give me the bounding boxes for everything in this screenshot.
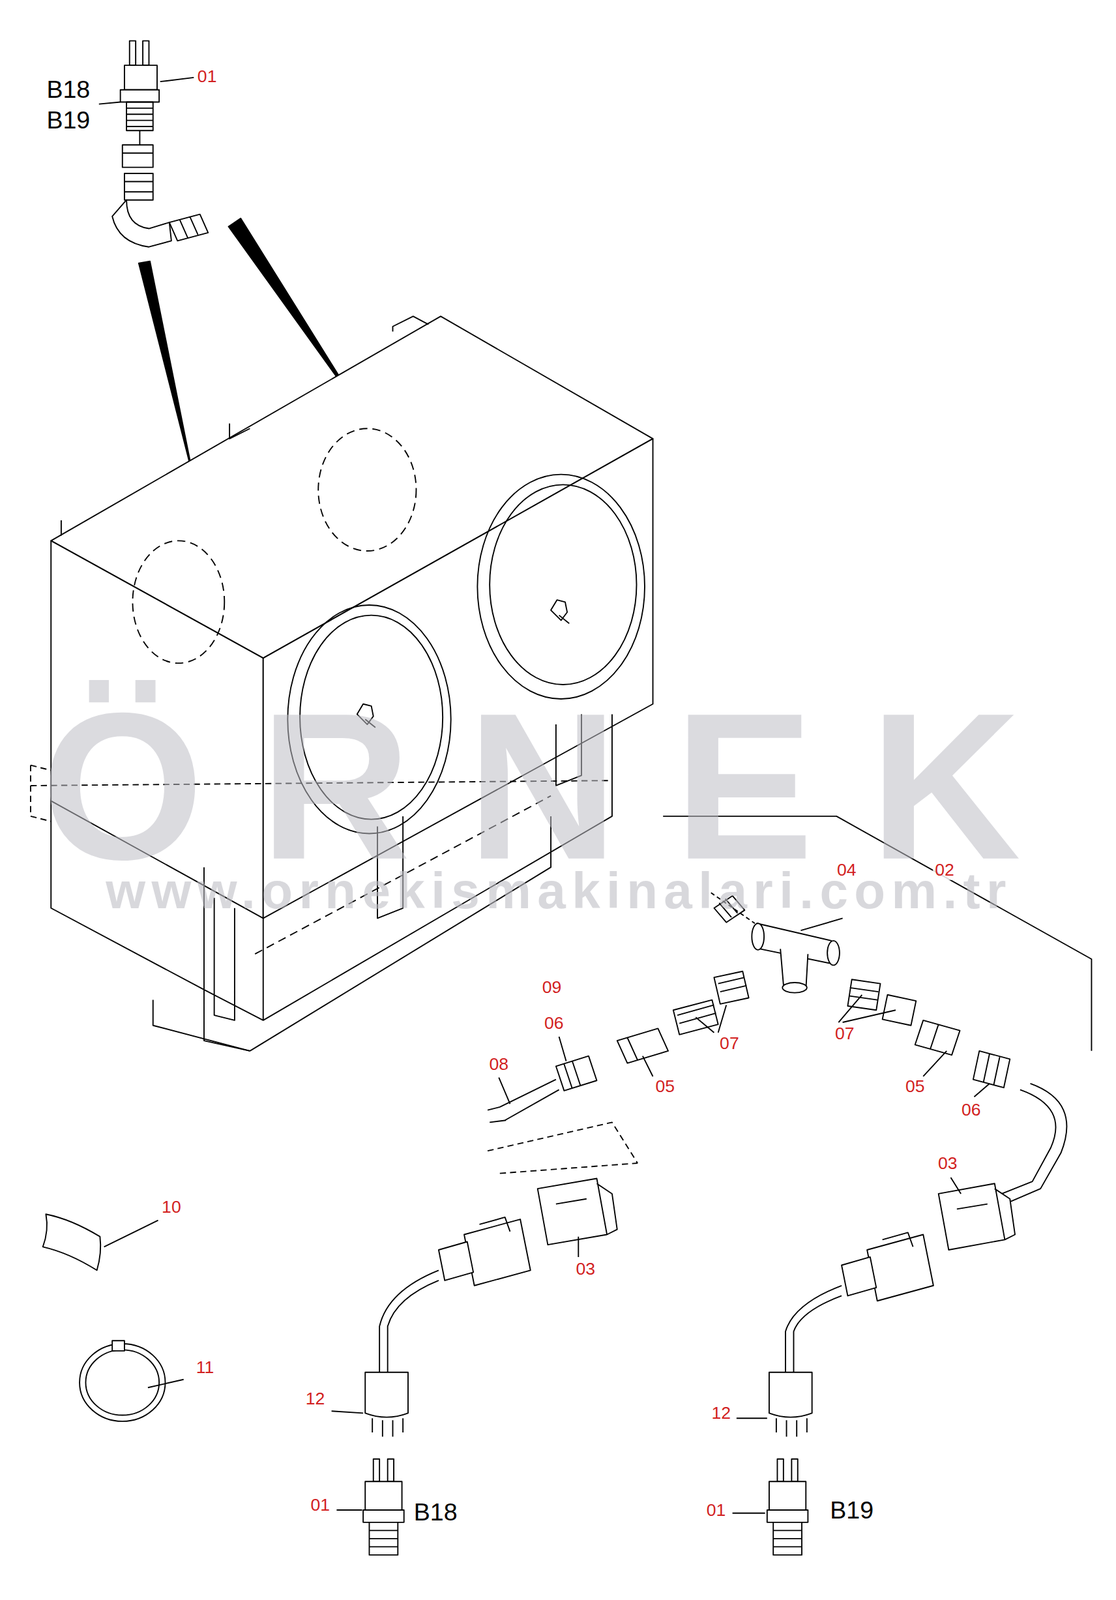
callout-number: 03 — [573, 1259, 598, 1279]
callout-number: 06 — [959, 1100, 984, 1120]
callout-number: 02 — [932, 860, 957, 881]
callout-number: 03 — [936, 1153, 960, 1173]
callout-number: 11 — [194, 1357, 217, 1377]
callout-number: 07 — [833, 1023, 857, 1043]
sensor-code: B18 — [411, 1498, 460, 1526]
callout-number: 04 — [835, 860, 859, 881]
callout-number: 05 — [653, 1076, 677, 1097]
callout-number: 05 — [903, 1076, 927, 1097]
callout-number: 10 — [159, 1196, 184, 1217]
callout-number: 06 — [542, 1013, 566, 1034]
callout-number: 12 — [709, 1403, 733, 1424]
sensor-code: B19 — [44, 106, 92, 134]
callout-number: 12 — [303, 1389, 328, 1409]
sensor-code: B19 — [827, 1496, 876, 1524]
callout-number: 09 — [540, 977, 564, 998]
callout-number: 01 — [704, 1499, 729, 1520]
callout-number: 01 — [308, 1494, 332, 1515]
callout-number: 08 — [486, 1054, 511, 1074]
callout-number: 07 — [717, 1033, 742, 1054]
watermark-url: www.ornekismakinalari.com.tr — [105, 865, 1013, 916]
watermark: ÖRNEK — [41, 681, 1077, 891]
sensor-code: B18 — [44, 76, 92, 103]
callout-number: 01 — [195, 67, 220, 87]
